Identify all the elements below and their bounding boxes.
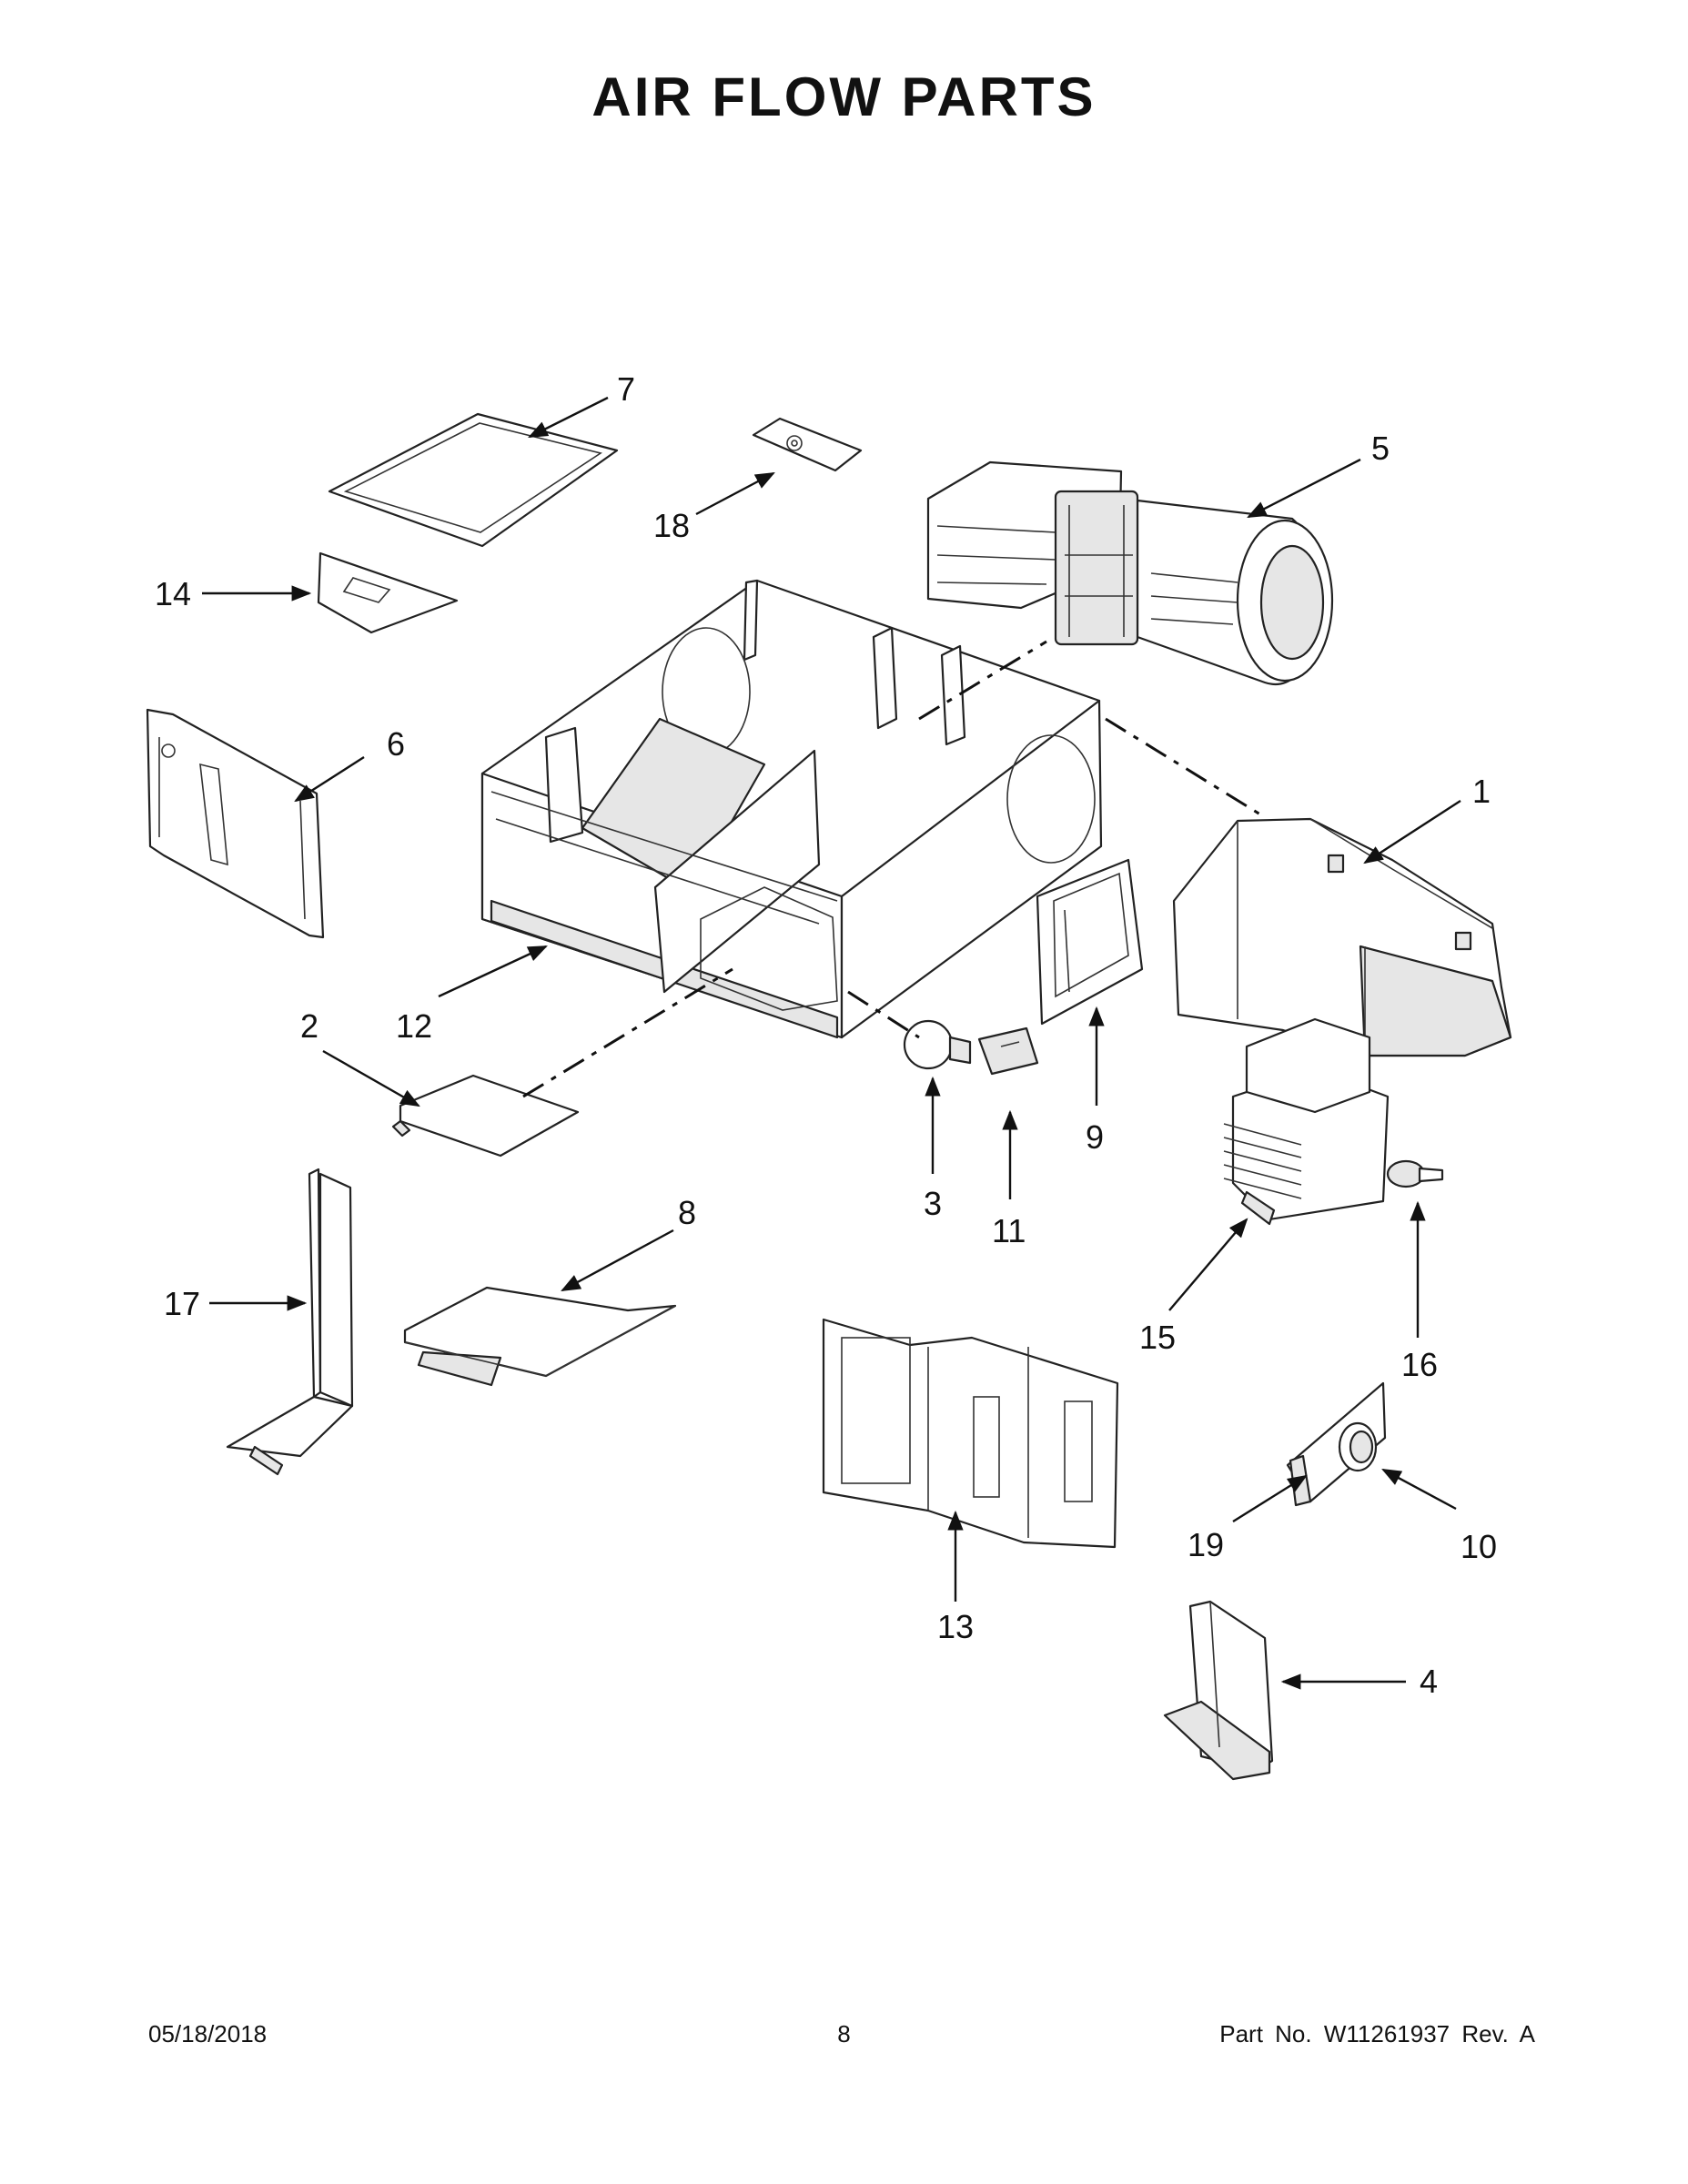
callout-1: 1 [1472,773,1491,810]
callout-5: 5 [1371,430,1390,467]
part-15-transformer [1223,1017,1390,1226]
part-18-label [752,417,863,472]
part-11-socket [977,1026,1039,1076]
part-19-bracket [1286,1381,1387,1507]
part-6-side-panel [146,708,325,939]
leader-lines [202,396,1461,1690]
callout-16: 16 [1401,1346,1438,1383]
part-10-knob [1338,1421,1378,1472]
callout-15: 15 [1139,1319,1176,1356]
callout-8: 8 [678,1194,696,1231]
part-12-air-duct-base [480,579,1103,1039]
part-14-cover-plate [317,551,459,634]
part-2-plate [391,1074,580,1158]
part-5-blower-motor [926,460,1334,686]
part-4-vent [1163,1600,1274,1781]
page-title: AIR FLOW PARTS [591,66,1097,127]
callout-4: 4 [1420,1663,1438,1700]
footer-page-number: 8 [837,2020,851,2048]
callout-7: 7 [617,370,635,408]
part-16-thermostat [1386,1159,1444,1188]
part-8-tray [403,1286,677,1387]
footer-date: 05/18/2018 [148,2020,268,2048]
callout-12: 12 [396,1007,432,1045]
part-1-duct [1172,817,1512,1057]
callout-6: 6 [387,725,405,763]
callout-19: 19 [1188,1526,1224,1563]
part-13-panel [822,1318,1119,1549]
callout-3: 3 [924,1185,942,1222]
callout-10: 10 [1461,1528,1497,1565]
part-7-grease-filter [328,412,619,548]
assembly-lines [522,640,1261,1098]
callout-11: 11 [992,1212,1026,1249]
part-9-shield [1036,858,1144,1026]
part-3-light-bulb [903,1019,972,1070]
footer-part-number: Part No. W11261937 Rev. A [1219,2020,1535,2048]
part-17-bracket [226,1168,354,1476]
callout-14: 14 [155,575,191,612]
callout-2: 2 [300,1007,318,1045]
callout-9: 9 [1086,1118,1104,1156]
callout-13: 13 [937,1608,974,1645]
callout-18: 18 [653,507,690,544]
callout-17: 17 [164,1285,200,1322]
callout-labels: 7 5 18 14 6 1 12 2 9 3 11 8 17 15 16 13 … [155,370,1497,1700]
